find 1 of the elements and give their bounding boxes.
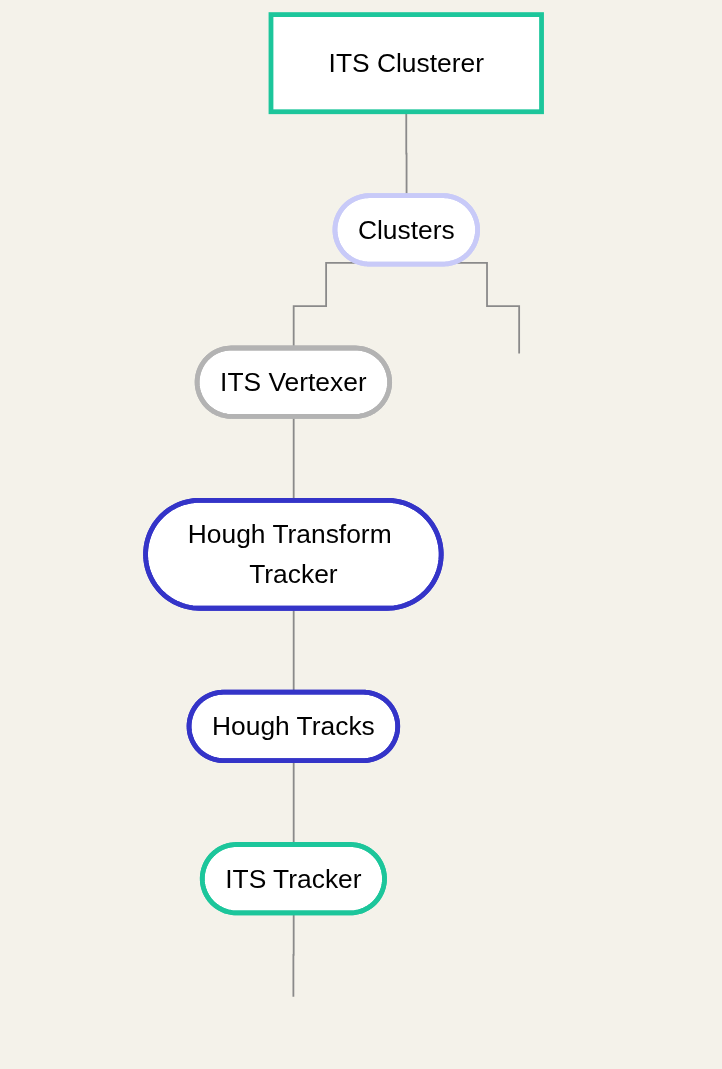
node-box: ITS Clusterer xyxy=(268,12,544,115)
